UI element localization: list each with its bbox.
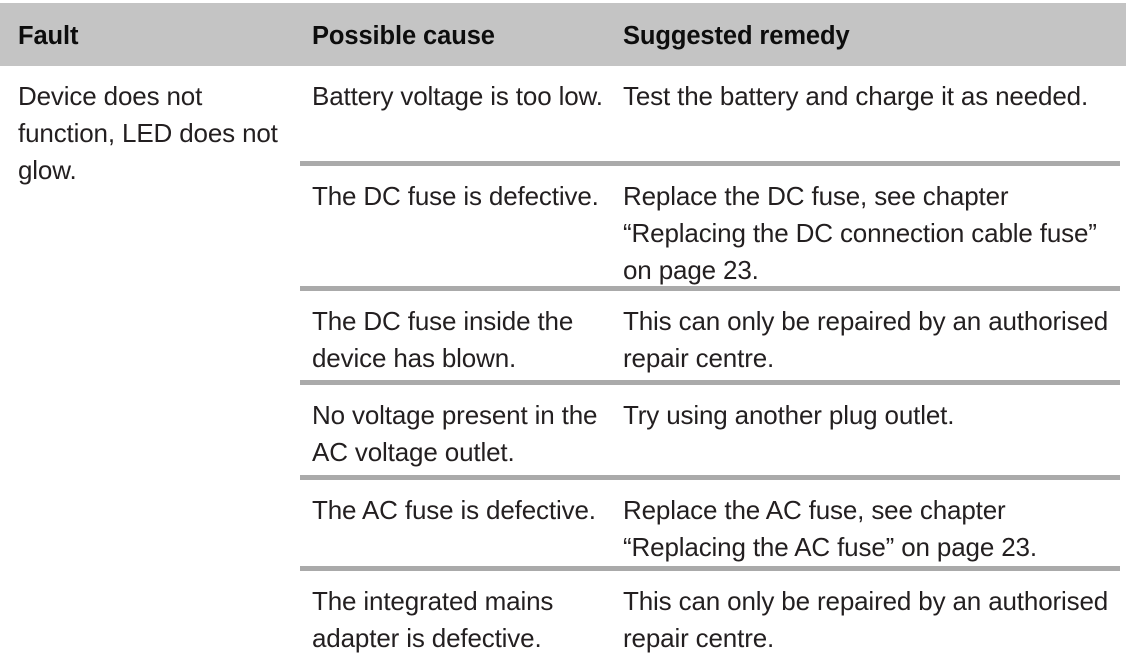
- cell-suggested-remedy: This can only be repaired by an authoris…: [623, 586, 1109, 653]
- column-header-fault: Fault: [18, 22, 79, 50]
- fault-group-label: Device does not function, LED does not g…: [18, 81, 278, 185]
- cell-possible-cause: The AC fuse is defective.: [312, 495, 596, 525]
- cell-suggested-remedy: Test the battery and charge it as needed…: [623, 81, 1089, 111]
- row-separator: [300, 380, 1120, 385]
- cell-suggested-remedy: Try using another plug outlet.: [623, 400, 955, 430]
- table-row: The DC fuse is defective. Replace the DC…: [0, 166, 1126, 288]
- table-row: The integrated mains adapter is defectiv…: [0, 571, 1126, 661]
- cell-possible-cause: The DC fuse is defective.: [312, 181, 599, 211]
- row-separator: [300, 475, 1120, 480]
- cell-suggested-remedy: Replace the DC fuse, see chapter “Replac…: [623, 181, 1097, 285]
- column-header-possible-cause: Possible cause: [312, 22, 495, 50]
- cell-suggested-remedy: Replace the AC fuse, see chapter “Replac…: [623, 495, 1037, 562]
- row-separator: [300, 286, 1120, 291]
- cell-possible-cause: The DC fuse inside the device has blown.: [312, 306, 574, 373]
- cell-possible-cause: No voltage present in the AC voltage out…: [312, 400, 598, 467]
- cell-suggested-remedy: This can only be repaired by an authoris…: [623, 306, 1109, 373]
- table-header-row: Fault Possible cause Suggested remedy: [0, 3, 1126, 66]
- table-row: The DC fuse inside the device has blown.…: [0, 291, 1126, 380]
- table-row: The AC fuse is defective. Replace the AC…: [0, 480, 1126, 566]
- column-header-suggested-remedy: Suggested remedy: [623, 22, 850, 50]
- row-separator: [300, 161, 1120, 166]
- cell-possible-cause: Battery voltage is too low.: [312, 81, 603, 111]
- table-row: No voltage present in the AC voltage out…: [0, 385, 1126, 475]
- table-row: Battery voltage is too low. Test the bat…: [0, 66, 1126, 163]
- row-separator: [300, 566, 1120, 571]
- cell-possible-cause: The integrated mains adapter is defectiv…: [312, 586, 554, 653]
- table-body: Device does not function, LED does not g…: [0, 66, 1126, 670]
